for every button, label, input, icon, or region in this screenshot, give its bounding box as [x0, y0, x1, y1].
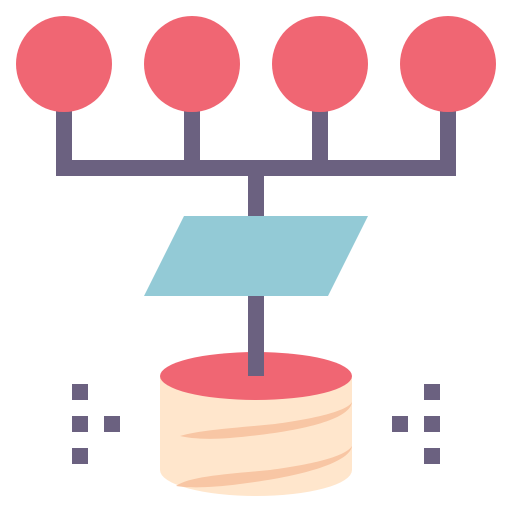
source-node-2: [144, 16, 240, 112]
trunk-into-database: [248, 344, 264, 376]
database-stripe-1: [180, 402, 352, 439]
source-node-4: [400, 16, 496, 112]
dot: [72, 448, 88, 464]
dot: [424, 384, 440, 400]
dot: [424, 448, 440, 464]
dot: [104, 416, 120, 432]
node-stem-4: [440, 100, 456, 174]
dot: [72, 416, 88, 432]
process-parallelogram: [144, 216, 368, 296]
dot: [392, 416, 408, 432]
source-nodes: [16, 16, 496, 112]
left-dots: [72, 384, 120, 464]
source-node-3: [272, 16, 368, 112]
node-stem-1: [56, 100, 72, 174]
database-cylinder: [160, 344, 352, 496]
dot: [424, 416, 440, 432]
node-stem-2: [184, 100, 200, 174]
node-stem-3: [312, 100, 328, 174]
trunk-upper: [248, 160, 264, 220]
source-node-1: [16, 16, 112, 112]
database-stripe-2: [176, 446, 352, 488]
dot: [72, 384, 88, 400]
right-dots: [392, 384, 440, 464]
